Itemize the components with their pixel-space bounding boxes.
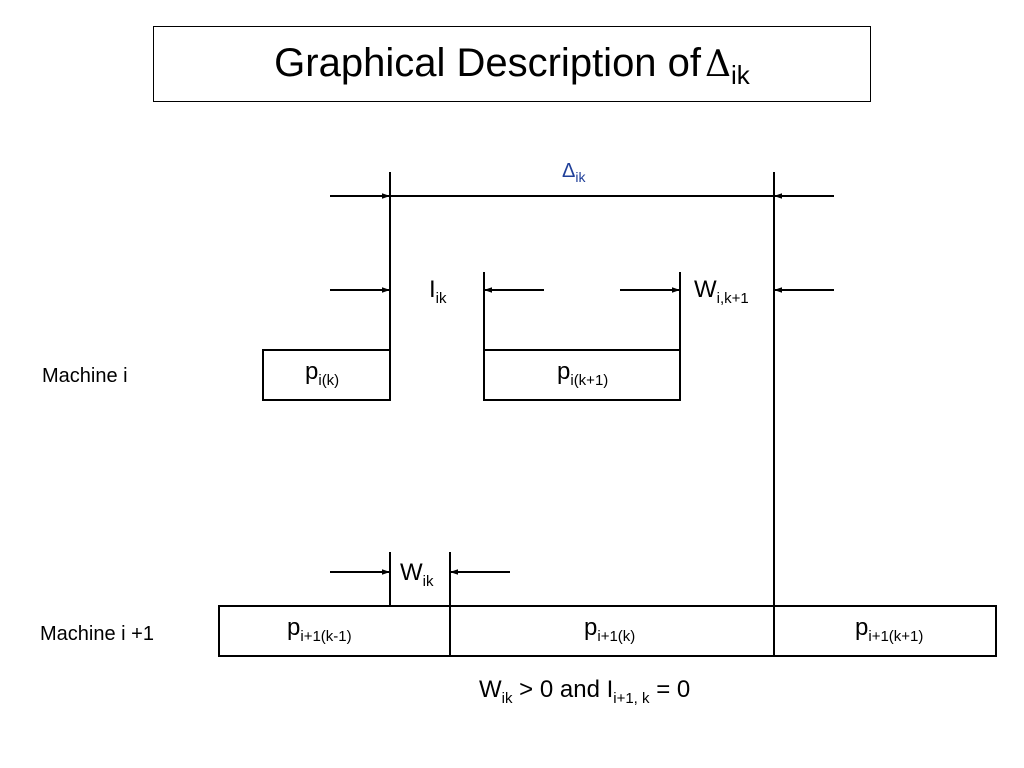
label-p-i1-k1: pi+1(k+1) [855, 614, 924, 645]
row-label-machine-i1: Machine i +1 [40, 623, 154, 645]
row-label-machine-i: Machine i [42, 365, 128, 387]
title-subscript: ik [731, 60, 750, 90]
block-strip-machine-i1 [218, 605, 997, 657]
block-p-i-k1 [483, 349, 681, 401]
label-delta-ik: Δik [562, 160, 586, 185]
label-wait-ik: Wik [400, 559, 434, 590]
label-p-i-k1: pi(k+1) [557, 358, 609, 389]
title-text: Graphical Description of [274, 41, 702, 85]
label-p-i1-k: pi+1(k) [584, 614, 636, 645]
label-p-i1-km1: pi+1(k-1) [287, 614, 352, 645]
title-delta-symbol: Δ [705, 44, 732, 85]
label-idle-ik: Iik [429, 276, 447, 307]
label-wait-i-k1: Wi,k+1 [694, 276, 749, 307]
label-p-i-k: pi(k) [305, 358, 340, 389]
condition-text: Wik > 0 and Ii+1, k = 0 [479, 676, 691, 707]
